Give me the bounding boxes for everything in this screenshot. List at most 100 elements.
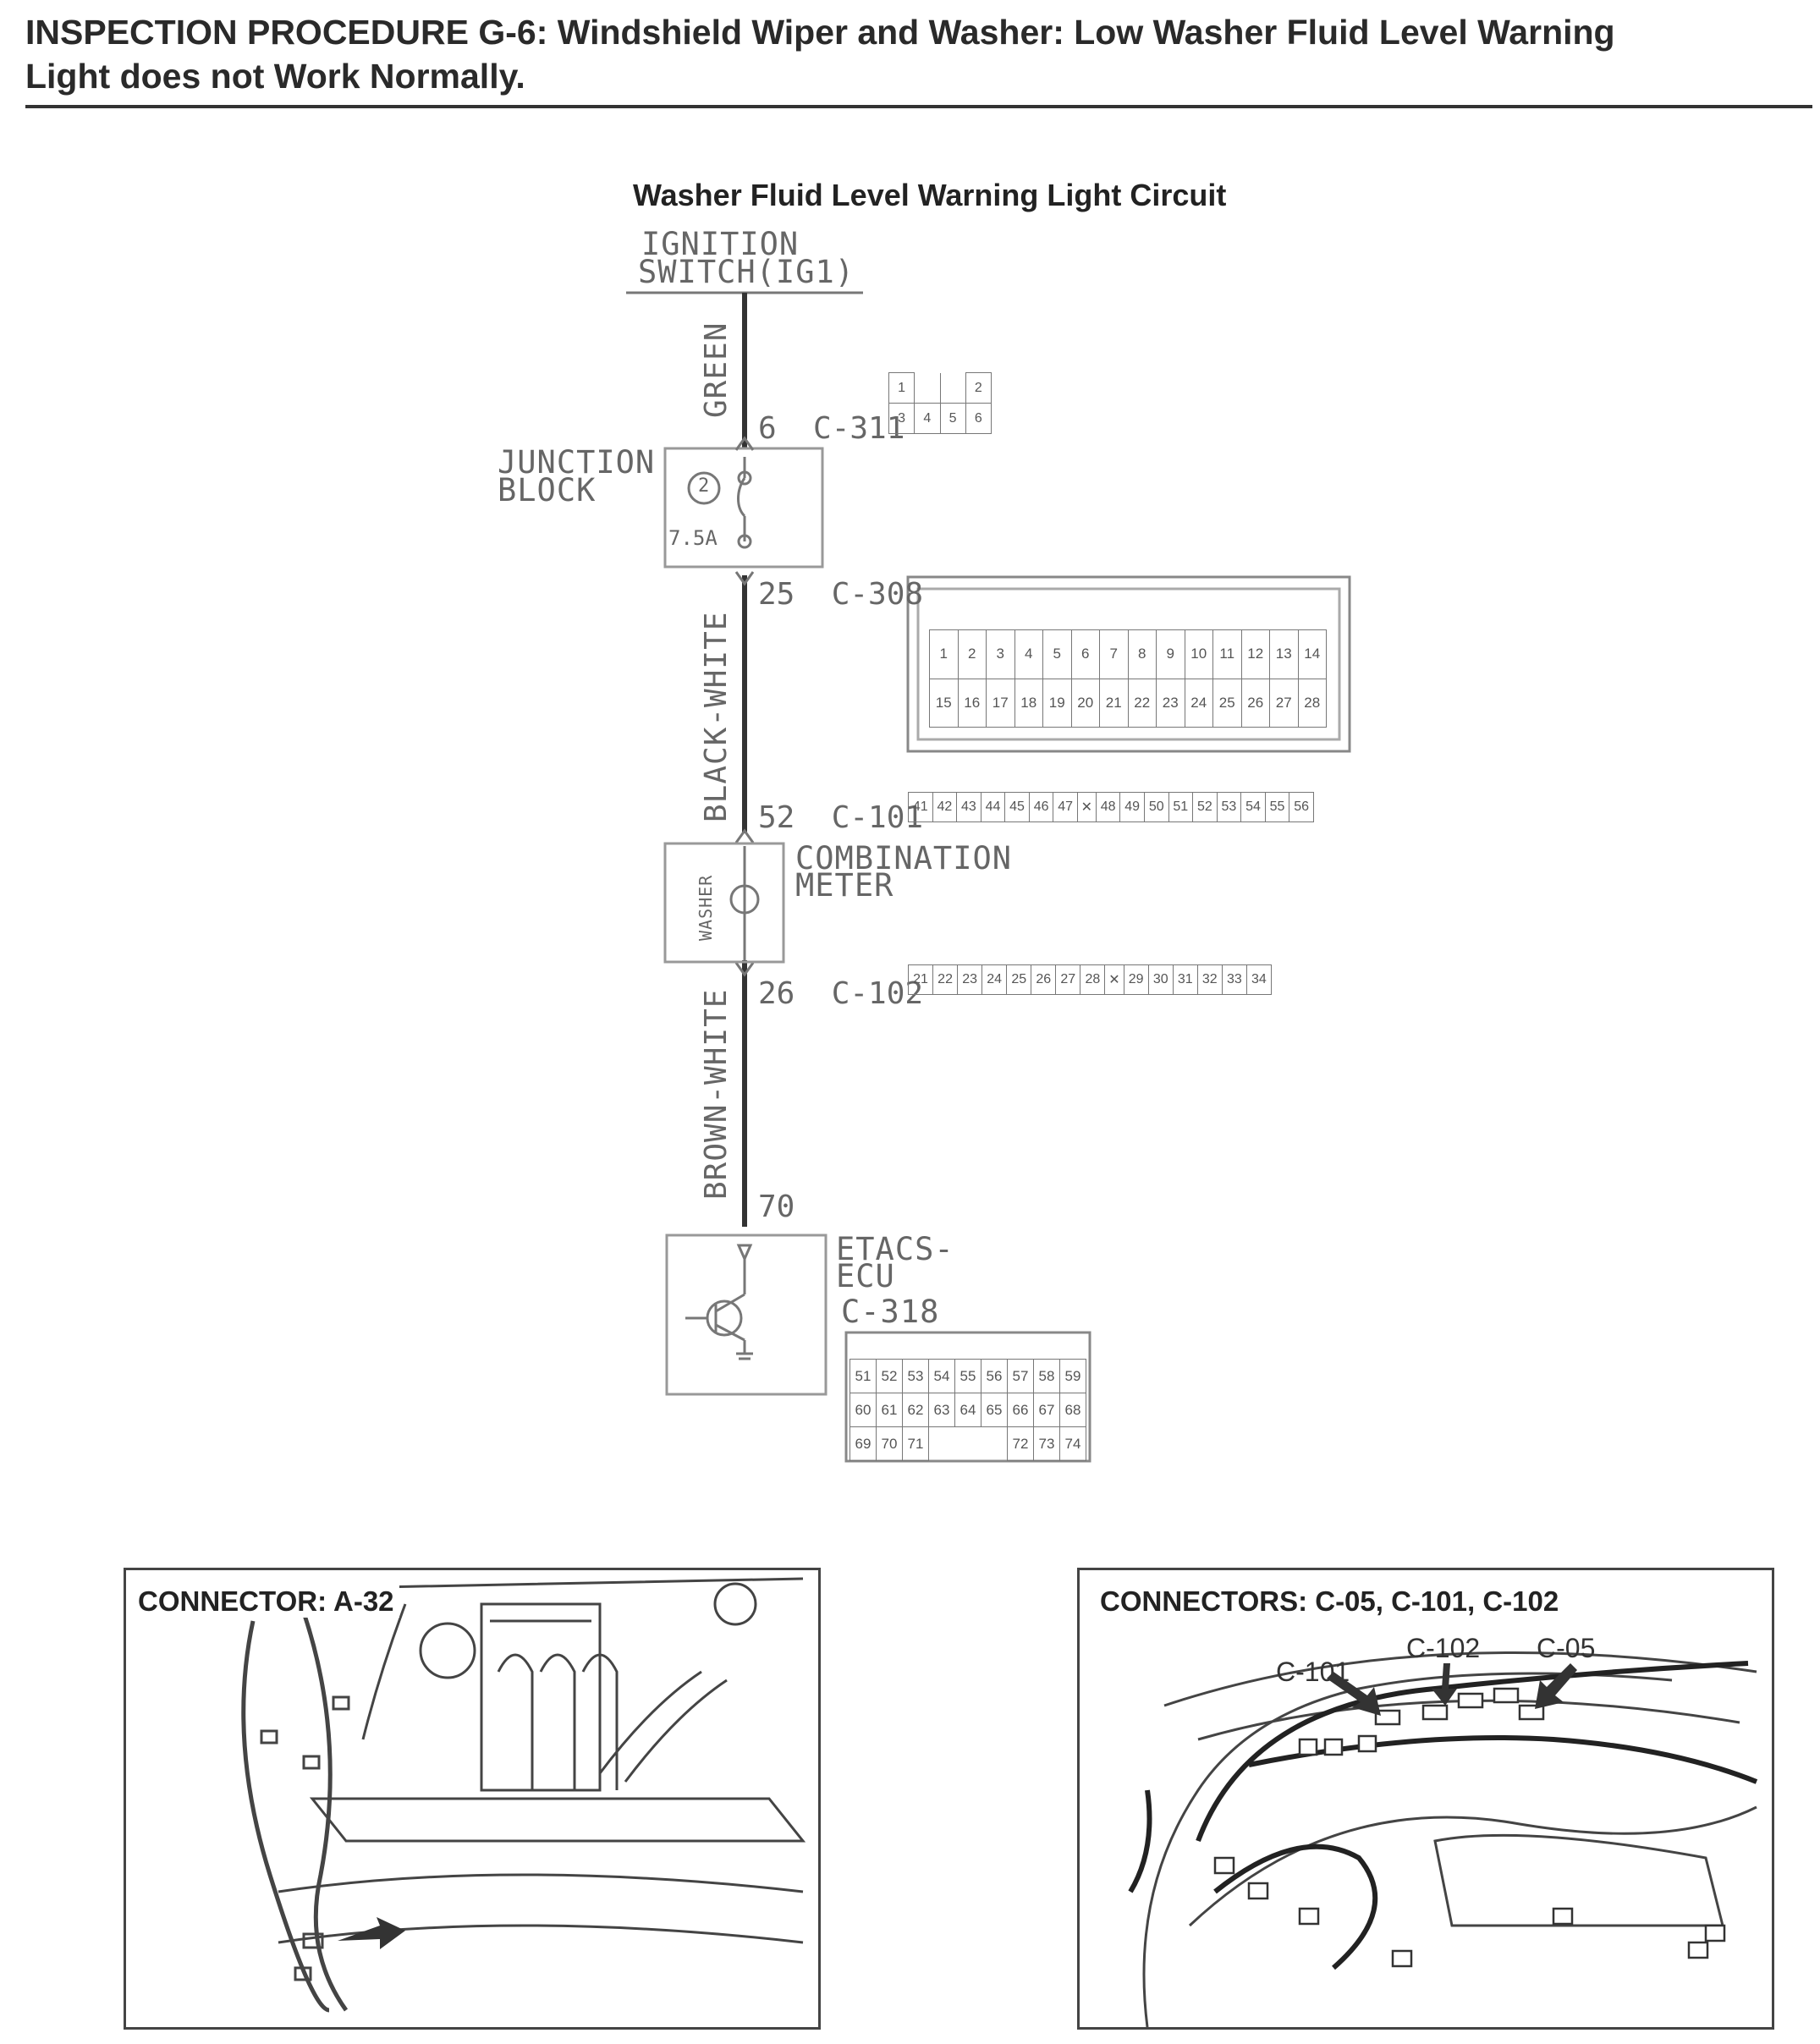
connector-pin: 59	[1059, 1359, 1086, 1393]
fuse-number-circle	[687, 471, 721, 505]
fuse-symbol	[737, 457, 746, 541]
etacs-ecu-connector-label: C-318	[841, 1294, 940, 1330]
warning-lamp-symbol	[729, 884, 760, 915]
connector-pin: 46	[1028, 792, 1054, 822]
connector-pin: 52	[1192, 792, 1218, 822]
connector-pin: 19	[1042, 678, 1072, 728]
connector-pin: 3	[888, 403, 915, 434]
junction-block-label-line1: JUNCTION	[498, 444, 656, 481]
connector-pin: 50	[1143, 792, 1169, 822]
etacs-input-arrow	[736, 1244, 753, 1262]
connector-c308-face: 1 2 3 4 5 6 7 8 9 10 11 12 13 14 15 16 1…	[929, 629, 1327, 728]
connector-pin: 33	[1221, 964, 1247, 995]
connector-pin: 48	[1095, 792, 1121, 822]
fuse-rating: 7.5A	[668, 526, 718, 550]
connector-pin: 68	[1059, 1393, 1086, 1427]
connector-pin: 18	[1014, 678, 1043, 728]
connector-pin: 1	[929, 629, 959, 679]
etacs-ecu-label-line1: ETACS-	[836, 1231, 954, 1267]
combination-meter-label-line2: METER	[795, 867, 894, 904]
ignition-switch-label-line1: IGNITION	[641, 226, 800, 262]
fuse-number: 2	[698, 475, 710, 497]
connector-pin: 32	[1196, 964, 1223, 995]
junction-block-label-line2: BLOCK	[498, 472, 597, 508]
connector-pin: 57	[1007, 1359, 1034, 1393]
connector-pin: 65	[981, 1393, 1008, 1427]
connector-blank-cross: ✕	[1076, 792, 1097, 822]
connector-pin: 47	[1053, 792, 1078, 822]
connector-pin: 27	[1269, 678, 1299, 728]
connectors-c05-c101-c102-panel: CONNECTORS: C-05, C-101, C-102 C-101 C-1…	[1077, 1568, 1774, 2030]
pin-label-c101: 52 C-101	[758, 800, 924, 835]
connector-pin: 10	[1184, 629, 1213, 679]
connector-pin: 51	[850, 1359, 877, 1393]
connector-pin: 56	[1289, 792, 1314, 822]
connector-pin: 7	[1099, 629, 1129, 679]
pin-label-c102: 26 C-102	[758, 976, 924, 1011]
connector-pin: 26	[1240, 678, 1270, 728]
connector-pin: 29	[1123, 964, 1149, 995]
wire-label-black-white: BLACK-WHITE	[699, 611, 734, 822]
etacs-ecu-label-line2: ECU	[836, 1258, 895, 1294]
connector-pin: 22	[932, 964, 959, 995]
page-header: INSPECTION PROCEDURE G-6: Windshield Wip…	[25, 10, 1811, 98]
connector-pin: 13	[1269, 629, 1299, 679]
callout-c05: C-05	[1537, 1633, 1596, 1663]
connector-pin: 53	[902, 1359, 929, 1393]
header-rule	[25, 105, 1812, 108]
connector-pin: 15	[929, 678, 959, 728]
wire-label-brown-white: BROWN-WHITE	[699, 988, 734, 1200]
connector-pin: 21	[907, 964, 934, 995]
connector-pin: 5	[1042, 629, 1072, 679]
connector-pin: 2	[957, 629, 987, 679]
ignition-switch-label-line2: SWITCH(IG1)	[638, 254, 855, 290]
connector-pin: 20	[1070, 678, 1100, 728]
connector-blank-cross: ✕	[1104, 964, 1124, 995]
connector-pin: 26	[1031, 964, 1057, 995]
connector-pin: 66	[1007, 1393, 1034, 1427]
connector-pin: 28	[1080, 964, 1106, 995]
circuit-diagram	[626, 291, 1351, 1463]
connector-pin: 25	[1006, 964, 1032, 995]
connector-pin: 45	[1004, 792, 1030, 822]
connector-pin: 55	[1264, 792, 1290, 822]
connector-pin: 60	[850, 1393, 877, 1427]
connector-pin: 42	[932, 792, 958, 822]
connector-c318-face: 51 52 53 54 55 56 57 58 59 60 61 62 63 6…	[850, 1359, 1086, 1461]
connector-pin: 2	[965, 372, 992, 404]
connector-pin: 5	[939, 403, 966, 434]
connector-pin: 31	[1172, 964, 1198, 995]
connector-pin: 16	[957, 678, 987, 728]
connector-pin: 49	[1119, 792, 1145, 822]
connector-pin: 6	[965, 403, 992, 434]
connector-c311-face: 1 2 3 4 5 6	[888, 372, 992, 434]
connector-pin: 56	[981, 1359, 1008, 1393]
connector-pin: 22	[1127, 678, 1157, 728]
connector-pin: 74	[1059, 1426, 1086, 1461]
connector-pin: 73	[1033, 1426, 1060, 1461]
connector-pin: 70	[876, 1426, 903, 1461]
connector-pin: 1	[888, 372, 915, 404]
connectors-panel-title: CONNECTORS: C-05, C-101, C-102	[1100, 1585, 1564, 1618]
connector-pin: 55	[954, 1359, 981, 1393]
connector-pin: 72	[1007, 1426, 1034, 1461]
connector-pin: 17	[986, 678, 1015, 728]
arrow-icon	[338, 1917, 405, 1949]
connector-pin: 61	[876, 1393, 903, 1427]
connector-pin: 25	[1212, 678, 1242, 728]
connector-pin: 27	[1055, 964, 1081, 995]
connector-pin: 4	[914, 403, 941, 434]
connector-pin: 71	[902, 1426, 929, 1461]
connector-pin: 43	[956, 792, 981, 822]
connector-c102-face: 21 22 23 24 25 26 27 28 ✕ 29 30 31 32 33…	[907, 964, 1273, 995]
connector-pin: 58	[1033, 1359, 1060, 1393]
diagram-title: Washer Fluid Level Warning Light Circuit	[633, 178, 1227, 212]
connector-pin: 69	[850, 1426, 877, 1461]
combination-meter-label-line1: COMBINATION	[795, 840, 1013, 876]
pin-label-70: 70	[758, 1190, 795, 1224]
wire-label-green: GREEN	[699, 321, 734, 418]
connector-pin: 63	[928, 1393, 955, 1427]
connector-pin: 44	[980, 792, 1006, 822]
pin-label-c308: 25 C-308	[758, 577, 924, 612]
page-title-line2: Light does not Work Normally.	[25, 57, 525, 96]
